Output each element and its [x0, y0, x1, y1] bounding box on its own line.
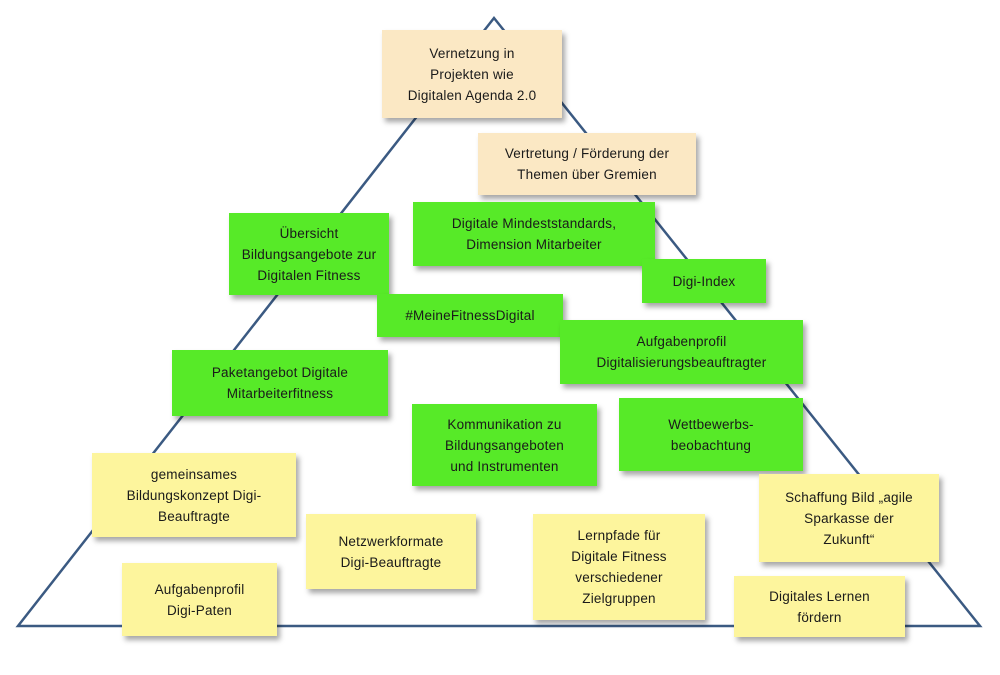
box-aufgabenprofil-paten: Aufgabenprofil Digi-Paten — [122, 563, 277, 636]
box-bildungskonzept: gemeinsames Bildungskonzept Digi- Beauft… — [92, 453, 296, 537]
box-vertretung: Vertretung / Förderung der Themen über G… — [478, 133, 696, 195]
box-paketangebot: Paketangebot Digitale Mitarbeiterfitness — [172, 350, 388, 416]
box-netzwerkformate: Netzwerkformate Digi-Beauftragte — [306, 514, 476, 589]
box-digitales-lernen: Digitales Lernen fördern — [734, 576, 905, 637]
box-mindeststandards: Digitale Mindeststandards, Dimension Mit… — [413, 202, 655, 266]
box-kommunikation: Kommunikation zu Bildungsangeboten und I… — [412, 404, 597, 486]
box-vernetzung: Vernetzung in Projekten wie Digitalen Ag… — [382, 30, 562, 118]
box-aufgabenprofil-beauftragter: Aufgabenprofil Digitalisierungsbeauftrag… — [560, 320, 803, 384]
box-lernpfade: Lernpfade für Digitale Fitness verschied… — [533, 514, 705, 620]
box-digi-index: Digi-Index — [642, 259, 766, 303]
box-uebersicht: Übersicht Bildungsangebote zur Digitalen… — [229, 213, 389, 295]
box-meine-fitness-digital: #MeineFitnessDigital — [377, 294, 563, 337]
box-schaffung-bild: Schaffung Bild „agile Sparkasse der Zuku… — [759, 474, 939, 562]
box-wettbewerb: Wettbewerbs- beobachtung — [619, 398, 803, 471]
